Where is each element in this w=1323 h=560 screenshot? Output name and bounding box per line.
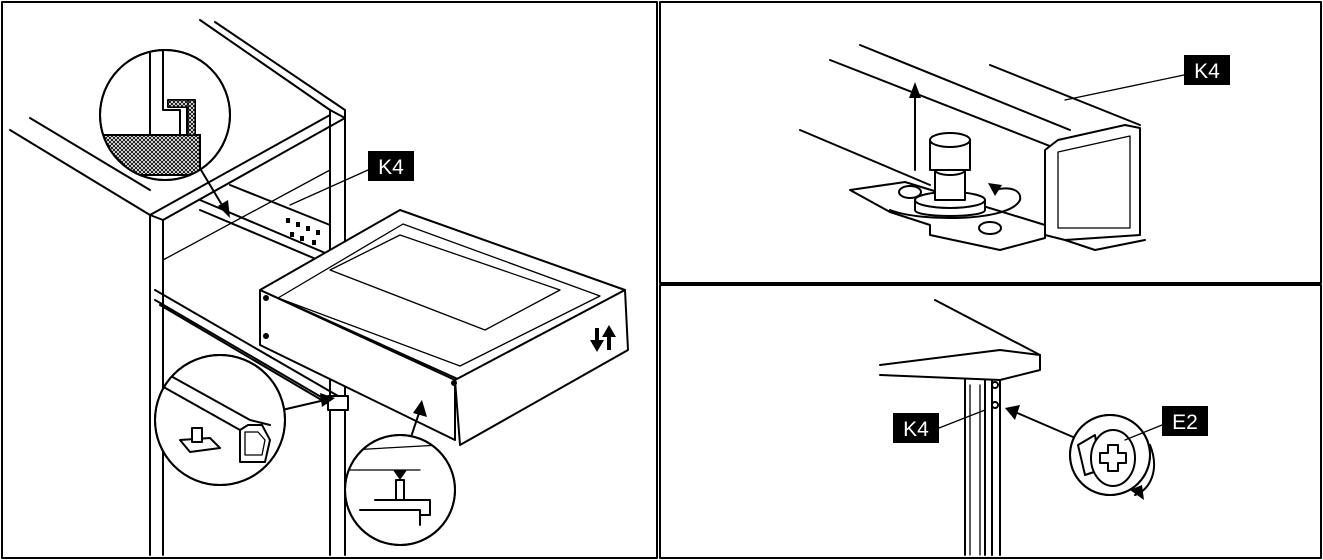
label-k4-top-right-text: K4 bbox=[1194, 60, 1220, 83]
label-e2: E2 bbox=[1124, 406, 1208, 441]
label-k4-top-right: K4 bbox=[1064, 55, 1230, 101]
rotate-clockwise-icon bbox=[889, 183, 1022, 219]
detail-circle-adjuster bbox=[344, 434, 456, 546]
rail-holes bbox=[286, 218, 320, 245]
label-k4-bottom-right-text: K4 bbox=[903, 418, 929, 441]
label-e2-text: E2 bbox=[1172, 411, 1198, 434]
upper-rail-k4 bbox=[199, 184, 331, 266]
drawer bbox=[259, 209, 629, 446]
left-panel-frame bbox=[1, 1, 658, 559]
bottom-right-panel-frame bbox=[659, 284, 1322, 559]
label-k4-bottom-right: K4 bbox=[893, 409, 986, 443]
lower-rail bbox=[154, 289, 349, 411]
detail-circle-front-panel bbox=[99, 49, 231, 181]
cabinet-corner bbox=[879, 299, 1041, 556]
label-k4-left-text: K4 bbox=[378, 156, 404, 179]
up-down-arrows-icon bbox=[590, 325, 616, 352]
rail-closeup bbox=[799, 44, 1146, 251]
label-k4-left: K4 bbox=[289, 151, 414, 206]
top-right-panel-frame bbox=[659, 1, 1322, 284]
screw-e2 bbox=[1069, 414, 1155, 500]
screw-arrow bbox=[1005, 405, 1081, 441]
detail-circle-rail-profile bbox=[154, 354, 286, 486]
